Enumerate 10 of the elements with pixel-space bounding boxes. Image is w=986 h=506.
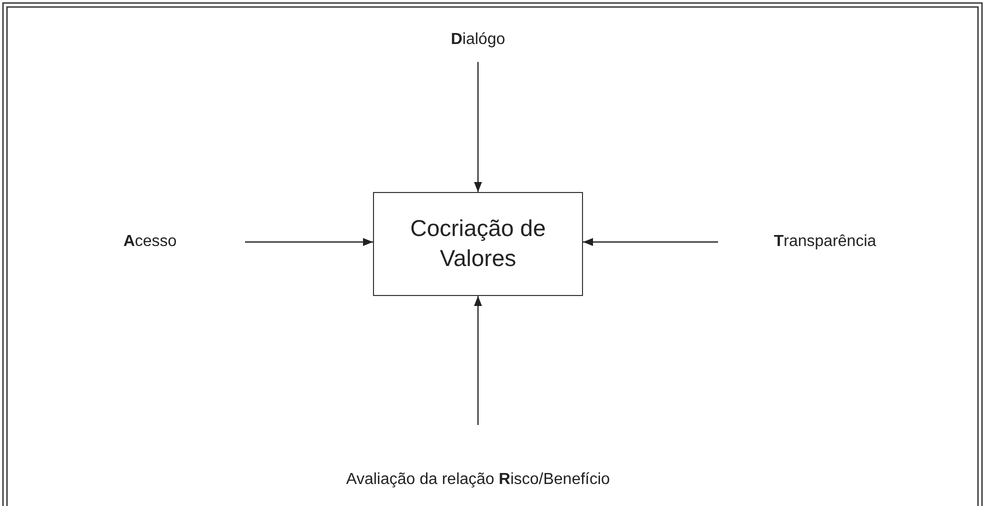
input-label: Avaliação da relação Risco/Benefício bbox=[346, 471, 610, 489]
input-label: Acesso bbox=[123, 233, 177, 251]
input-label: Transparência bbox=[774, 233, 876, 251]
process-box bbox=[373, 192, 583, 296]
arrow bbox=[474, 62, 482, 192]
arrow bbox=[245, 238, 373, 246]
arrow bbox=[583, 238, 718, 246]
box-label: Cocriação de Valores bbox=[409, 214, 547, 273]
input-label: Dialógo bbox=[450, 31, 506, 49]
arrow bbox=[474, 296, 482, 425]
